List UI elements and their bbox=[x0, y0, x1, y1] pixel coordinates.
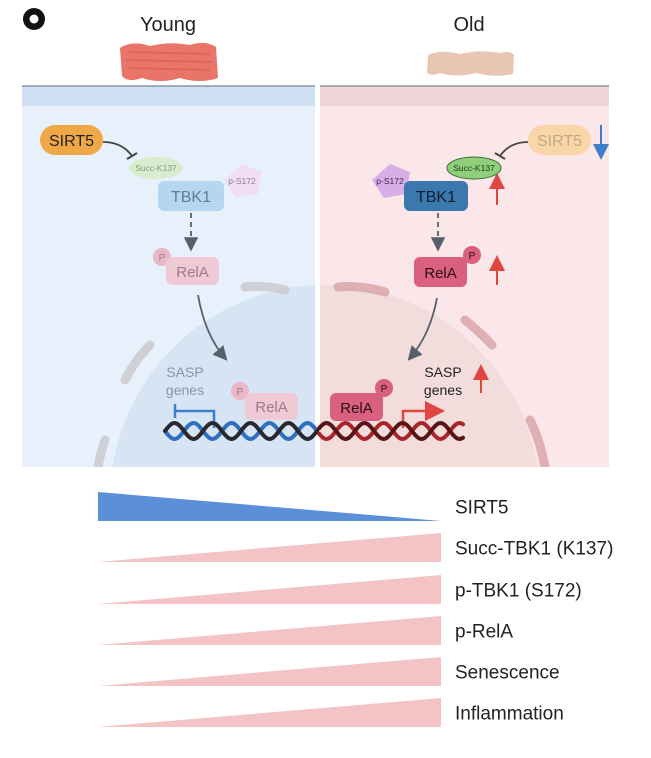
trend-wedge-2 bbox=[98, 575, 441, 604]
dna-strand-a-right bbox=[317, 420, 465, 442]
dna-double-helix bbox=[163, 420, 465, 442]
trend-label-3: p-RelA bbox=[455, 622, 513, 643]
young-sasp-line2: genes bbox=[166, 382, 204, 398]
old-tbk1-node bbox=[404, 181, 468, 211]
young-succ-label: Succ-K137 bbox=[135, 163, 177, 173]
old-p-badge bbox=[463, 246, 481, 264]
trend-label-1: Succ-TBK1 (K137) bbox=[455, 539, 613, 560]
panel-label bbox=[23, 8, 45, 30]
trend-wedge-4 bbox=[98, 657, 441, 686]
old-sasp-line1: SASP bbox=[424, 364, 461, 380]
old-tissue-illustration bbox=[427, 51, 514, 76]
young-column-title: Young bbox=[140, 14, 196, 36]
young-tbk1-label: TBK1 bbox=[171, 189, 211, 206]
old-tbk1-label: TBK1 bbox=[416, 189, 456, 206]
young-rela-node bbox=[166, 257, 219, 285]
old-sasp-line2: genes bbox=[424, 382, 462, 398]
young-dna-p-badge bbox=[231, 382, 249, 400]
young-p-label: P bbox=[159, 253, 166, 264]
trend-wedge-0 bbox=[98, 492, 441, 521]
young-ps172 bbox=[224, 164, 262, 198]
trend-label-5: Inflammation bbox=[455, 704, 564, 725]
young-nucleus bbox=[112, 285, 315, 467]
old-dna-p-label: P bbox=[381, 384, 388, 395]
old-sirt5-inhibition bbox=[499, 141, 529, 157]
young-sirt5-label: SIRT5 bbox=[49, 133, 94, 150]
young-sirt5-node bbox=[40, 125, 103, 155]
old-dna-rela-label: RelA bbox=[340, 400, 373, 417]
old-succ-label: Succ-K137 bbox=[453, 163, 495, 173]
old-sirt5-label: SIRT5 bbox=[537, 133, 582, 150]
old-succ-k137 bbox=[446, 156, 502, 180]
old-dna-rela-node bbox=[330, 393, 383, 421]
old-dna-p-badge bbox=[375, 379, 393, 397]
young-tissue-illustration bbox=[120, 42, 218, 81]
old-nucleus bbox=[320, 285, 538, 467]
trend-wedge-1 bbox=[98, 533, 441, 562]
young-dna-rela-label: RelA bbox=[255, 399, 288, 416]
young-rela-label: RelA bbox=[176, 264, 209, 281]
young-dna-p-label: P bbox=[237, 387, 244, 398]
trend-label-2: p-TBK1 (S172) bbox=[455, 581, 582, 602]
young-sasp-line1: SASP bbox=[166, 364, 203, 380]
old-ps172-label: p-S172 bbox=[376, 176, 404, 186]
old-sirt5-node bbox=[528, 125, 591, 155]
old-ps172 bbox=[372, 164, 410, 198]
young-dna-rela-node bbox=[245, 393, 298, 420]
young-tbk1-node bbox=[158, 181, 224, 211]
old-column-title: Old bbox=[453, 14, 484, 36]
trend-wedge-5 bbox=[98, 698, 441, 727]
old-p-label: P bbox=[469, 251, 476, 262]
dna-strand-b-right bbox=[317, 420, 465, 442]
dna-strand-b-left bbox=[163, 420, 319, 442]
young-sirt5-inhibition bbox=[102, 141, 133, 157]
old-rela-node bbox=[414, 257, 467, 287]
old-rela-label: RelA bbox=[424, 265, 457, 282]
trend-label-4: Senescence bbox=[455, 663, 560, 684]
young-succ-k137 bbox=[129, 157, 183, 179]
trend-label-0: SIRT5 bbox=[455, 498, 509, 519]
old-translocation-arrow bbox=[407, 297, 438, 361]
young-translocation-arrow bbox=[197, 294, 228, 361]
young-ps172-label: p-S172 bbox=[228, 176, 256, 186]
trend-wedge-3 bbox=[98, 616, 441, 645]
